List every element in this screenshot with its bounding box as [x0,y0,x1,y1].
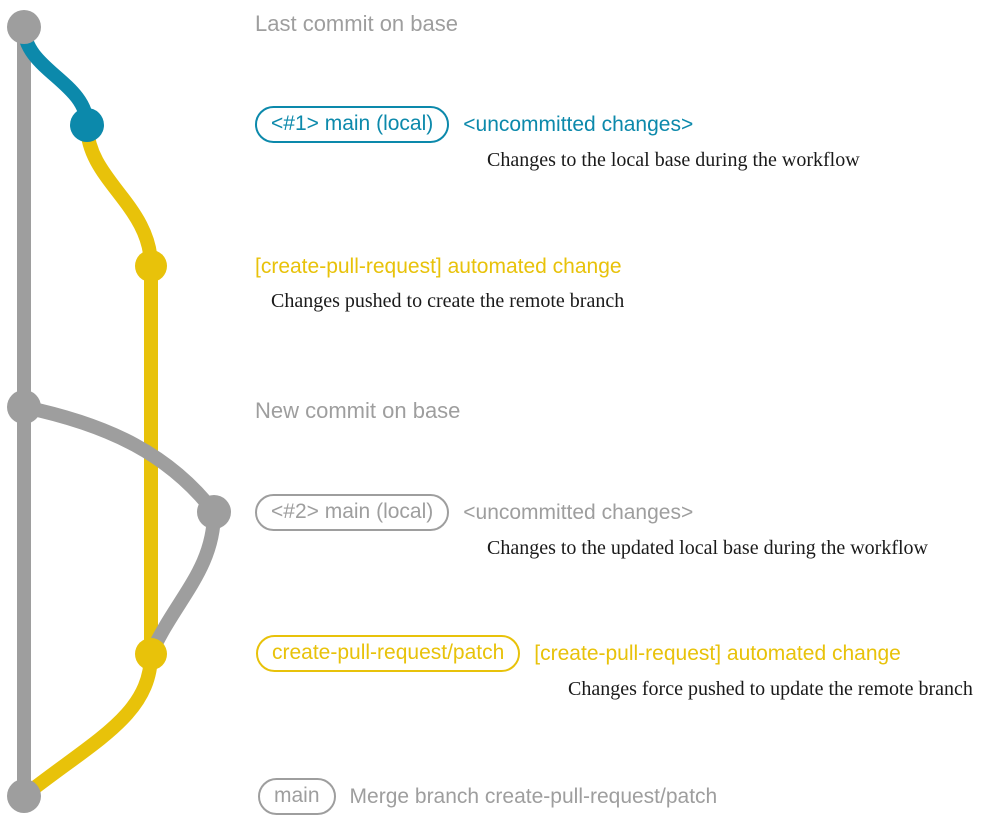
edge-base-to-local-1 [17,20,94,132]
commit-message-automated-change-1: [create-pull-request] automated change [255,255,622,278]
node-base-new-commit [7,390,41,424]
commit-row-local-2: <#2> main (local) <uncommitted changes> … [255,494,928,560]
commit-row-automated-change-2: create-pull-request/patch [create-pull-r… [256,635,973,701]
edge-base-to-local-2 [17,400,221,519]
commit-message-new-commit: New commit on base [255,398,461,423]
commit-text-block: create-pull-request/patch [create-pull-r… [256,635,973,701]
commit-row-last-commit-on-base: Last commit on base [255,7,458,41]
commit-text-block: New commit on base [255,394,460,428]
commit-headline-row: create-pull-request/patch [create-pull-r… [256,635,973,672]
commit-description-automated-1: Changes pushed to create the remote bran… [271,290,625,312]
commit-headline-row: main Merge branch create-pull-request/pa… [258,778,717,815]
commit-row-new-commit-on-base: New commit on base [255,394,460,428]
commit-row-automated-change-1: [create-pull-request] automated change C… [255,250,624,313]
commit-headline-row: <#1> main (local) <uncommitted changes> [255,106,860,143]
branch-badge-main[interactable]: main [258,778,336,815]
node-local-2-commit [197,495,231,529]
commit-headline-row: [create-pull-request] automated change [255,250,624,284]
node-merge-commit [7,779,41,813]
commit-description-local-1: Changes to the local base during the wor… [487,149,860,171]
commit-text-block: Last commit on base [255,7,458,41]
commit-text-block: <#2> main (local) <uncommitted changes> … [255,494,928,560]
node-local-1-commit [70,108,104,142]
node-patch-commit-2 [135,638,167,670]
edge-local-2-to-patch-2 [144,505,221,661]
commit-message-uncommitted-changes-2: <uncommitted changes> [463,500,694,524]
commit-text-block: [create-pull-request] automated change C… [255,250,624,313]
commit-description-local-2: Changes to the updated local base during… [487,537,928,559]
commit-row-merge: main Merge branch create-pull-request/pa… [258,778,717,815]
branch-badge-main-local-1[interactable]: <#1> main (local) [255,106,450,143]
commit-text-block: main Merge branch create-pull-request/pa… [258,778,717,815]
node-patch-commit-1 [135,250,167,282]
node-base-head [7,10,41,44]
commit-message-merge: Merge branch create-pull-request/patch [349,784,718,808]
commit-message-automated-change-2: [create-pull-request] automated change [534,641,901,665]
edge-local-1-to-patch-1 [80,118,158,273]
commit-message-uncommitted-changes-1: <uncommitted changes> [463,112,694,136]
commit-row-local-1: <#1> main (local) <uncommitted changes> … [255,106,860,172]
branch-badge-main-local-2[interactable]: <#2> main (local) [255,494,450,531]
branch-badge-create-pull-request-patch[interactable]: create-pull-request/patch [256,635,521,672]
commit-headline-row: <#2> main (local) <uncommitted changes> [255,494,928,531]
commit-message-last-commit: Last commit on base [255,11,458,36]
commit-description-automated-2: Changes force pushed to update the remot… [568,678,973,700]
edge-patch-2-to-merge [17,647,158,803]
commit-headline-row: New commit on base [255,394,460,428]
commit-headline-row: Last commit on base [255,7,458,41]
commit-text-block: <#1> main (local) <uncommitted changes> … [255,106,860,172]
